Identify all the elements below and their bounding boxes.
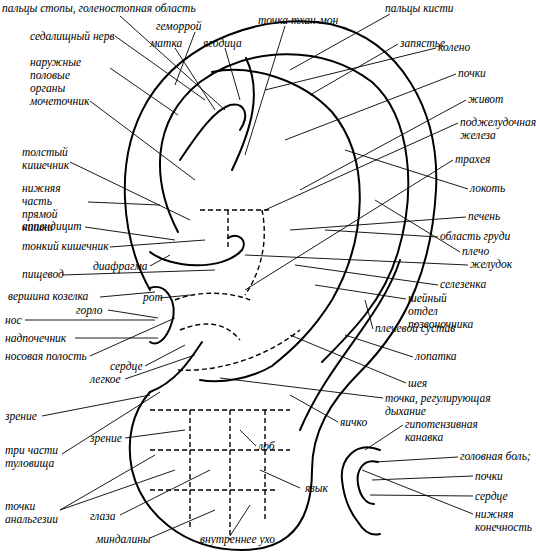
organ-label: глаза [90,510,115,523]
organ-label: почки [475,470,503,483]
organ-label: наружные половые органы [30,56,106,95]
organ-label: желудок [470,258,512,271]
organ-label: седалищный нерв [30,30,114,43]
organ-label: плечевой сустав [375,322,455,335]
organ-label: селезенка [440,278,486,291]
zone-dashes [150,210,300,540]
leader-lines [25,14,473,538]
organ-label: лопатка [415,350,457,363]
organ-label: лоб [258,440,275,453]
organ-label: колено [438,41,470,54]
organ-label: пальцы стопы, голеностопная область [2,2,196,15]
organ-label: область груди [440,230,510,243]
organ-label: матка [150,37,182,50]
organ-label: внутреннее ухо [200,533,275,546]
organ-label: рот [143,291,163,304]
organ-label: легкое [90,373,121,386]
organ-label: головная боль; [460,450,531,463]
fossa [180,105,245,160]
organ-label: пищевод [22,268,64,281]
organ-label: тонкий кишечник [22,240,109,253]
organ-label: шея [408,377,427,390]
ear-outline [125,21,436,550]
organ-label: горло [76,304,102,317]
organ-label: нос [5,314,22,327]
organ-label: пальцы кисти [385,2,453,15]
concha-dashes [175,210,300,370]
organ-label: гипотензивная канавка [405,418,480,444]
antihelix-crus [232,58,254,170]
organ-label: мочеточник [30,95,89,108]
organ-label: диафрагма [93,260,148,273]
organ-label: печень [468,210,500,223]
organ-label: точка тхан-мон [258,14,338,27]
organ-label: трахея [455,153,490,166]
organ-label: ягодица [203,37,242,50]
organ-label: зрение [90,432,122,445]
organ-label: яичко [340,416,367,429]
organ-label: аппендицит [22,220,81,233]
organ-label: сердце [475,490,508,503]
organ-label: почки [458,67,486,80]
organ-label: надпочечник [5,332,66,345]
organ-label: локоть [470,182,505,195]
organ-label: геморрой [156,20,201,33]
organ-label: три части туловища [5,444,60,470]
organ-label: поджелудочная железа [460,116,532,142]
organ-label: зрение [5,410,37,423]
organ-label: язык [305,482,328,495]
organ-label: точка, регулирующая дыхание [385,392,495,418]
small-ear-inner [358,461,378,504]
organ-label: сердце [110,360,143,373]
organ-label: вершина козелка [8,290,88,303]
antihelix [200,70,360,381]
organ-label: живот [468,93,503,106]
organ-label: толстый кишечник [22,146,72,172]
organ-label: точки анальгезии [5,500,60,526]
lobe-grid [150,410,290,540]
small-ear-outer [342,447,380,534]
organ-label: плечо [462,245,489,258]
organ-label: носовая полость [5,350,87,363]
organ-label: миндалины [96,533,151,546]
organ-label: нижняя конечность [475,508,530,534]
